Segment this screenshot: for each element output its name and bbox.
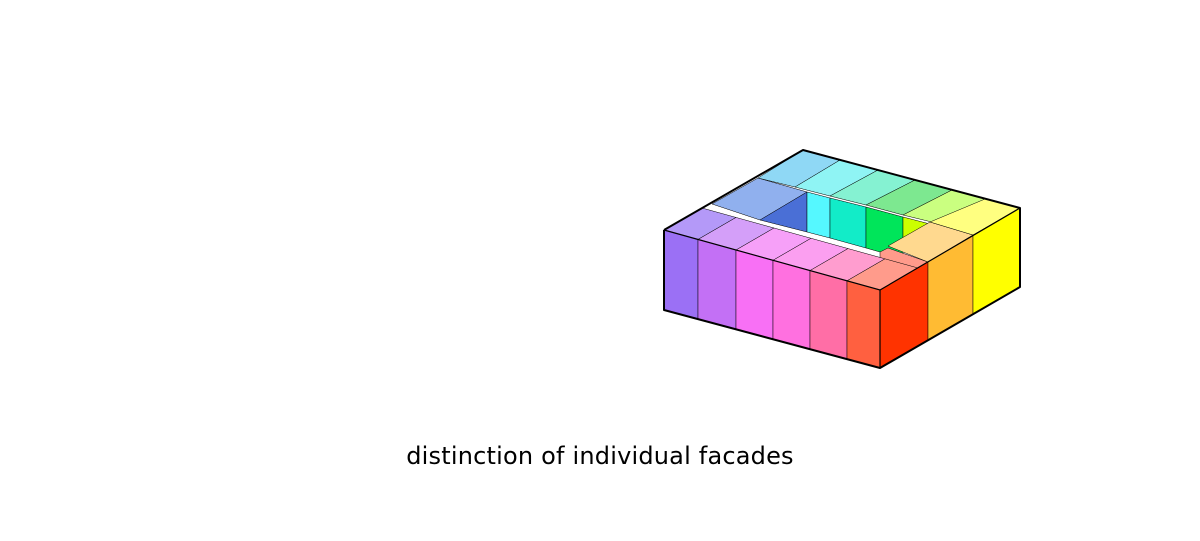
diagram-caption: distinction of individual facades [406, 442, 794, 470]
front-facade-3 [735, 249, 774, 340]
front-facade-5 [809, 270, 848, 360]
front-facade-4 [772, 260, 811, 350]
front-facade-group [663, 229, 881, 369]
building-outline [663, 149, 1021, 369]
front-roof-group [663, 207, 919, 291]
front-facade-6 [846, 280, 881, 369]
front-facade-2 [697, 239, 737, 330]
front-facade-1 [663, 229, 699, 320]
right-facade-group [879, 207, 1021, 369]
back-facade-3 [829, 197, 867, 249]
back-facade-2 [806, 191, 831, 239]
